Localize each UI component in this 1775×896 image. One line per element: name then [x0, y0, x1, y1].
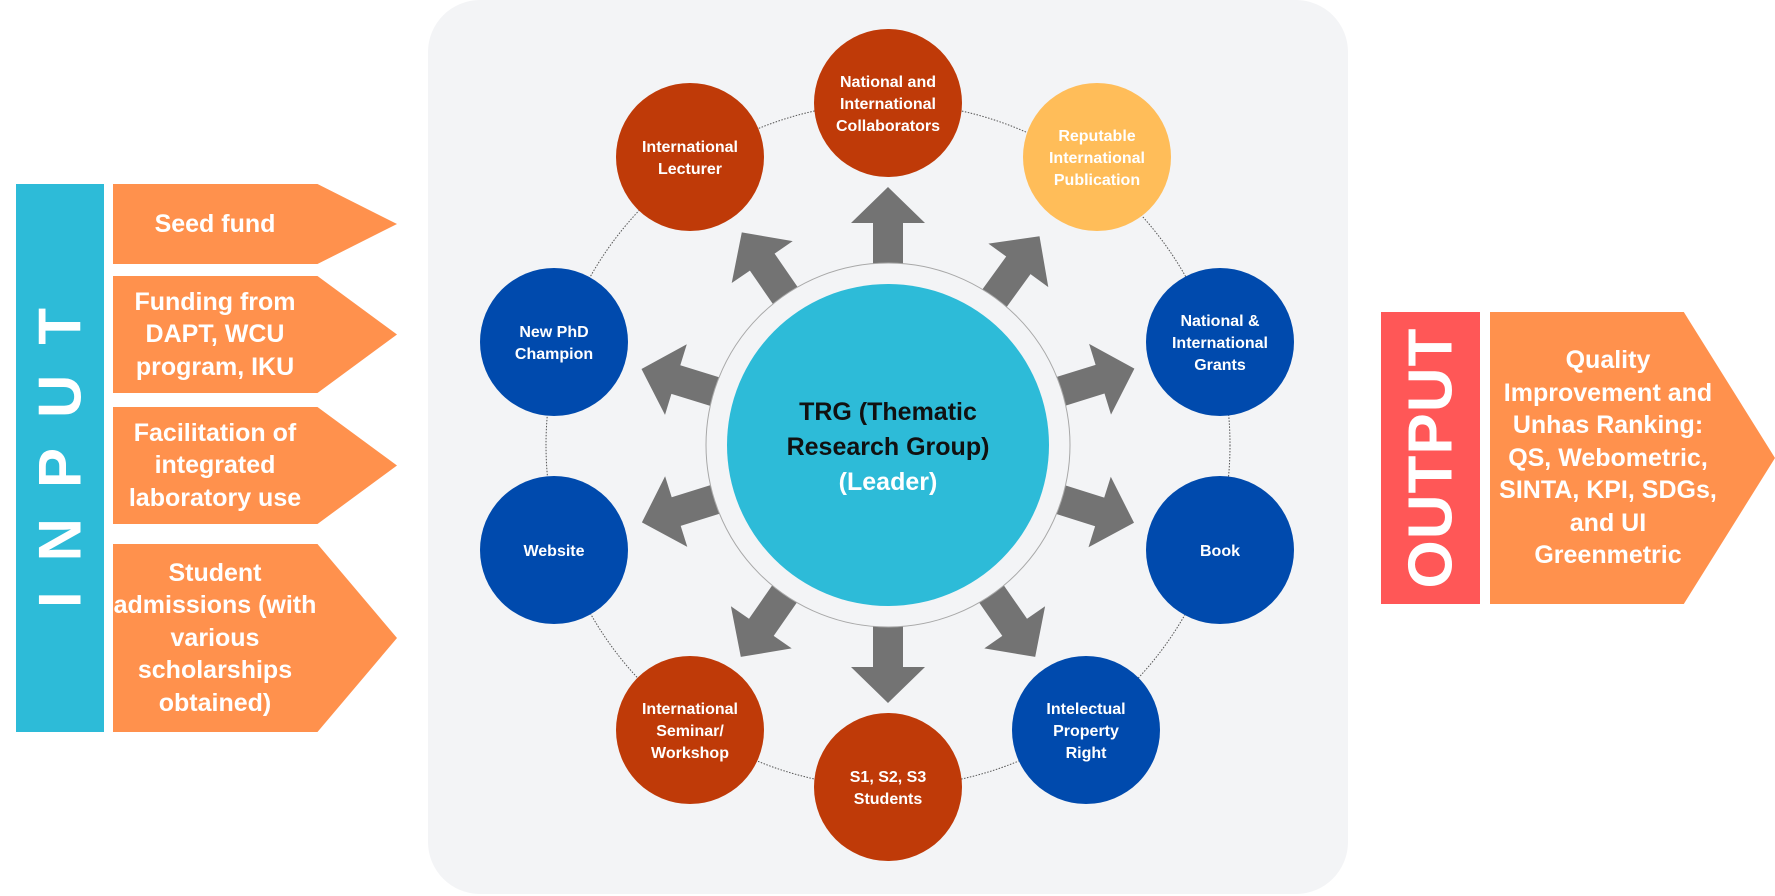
node-label-line: International [642, 139, 738, 156]
node-website: Website [480, 476, 628, 624]
text-line: Greenmetric [1534, 541, 1682, 570]
center-title-line-2: Research Group) [787, 433, 990, 461]
arrow-to-publication-icon [980, 236, 1049, 310]
node-circle [480, 268, 628, 416]
node-label-line: Intelectual [1046, 701, 1125, 718]
node-label-line: Website [523, 543, 584, 560]
node-label-line: Collaborators [836, 118, 940, 135]
node-label-line: Publication [1054, 172, 1140, 189]
center-circle [727, 284, 1049, 606]
arrow-to-phd-champion-icon [641, 344, 723, 415]
connector-ring [545, 102, 1231, 788]
text-line: Seed fund [154, 209, 276, 238]
node-label-line: Grants [1194, 357, 1246, 374]
node-label-line: International [1049, 150, 1145, 167]
chevron-text: Facilitation of integrated laboratory use [129, 417, 301, 515]
node-label-line: International [642, 701, 738, 718]
node-label-line: Lecturer [658, 161, 722, 178]
node-circle [1012, 656, 1160, 804]
node-label-line: Book [1200, 543, 1240, 560]
node-circle [480, 476, 628, 624]
text-line: integrated [154, 451, 276, 480]
text-line: program, IKU [135, 352, 295, 381]
node-circle [814, 29, 962, 177]
text-line: and UI [1569, 508, 1647, 537]
node-circle [814, 713, 962, 861]
node-label-line: National and [840, 74, 936, 91]
node-group: National andInternationalCollaboratorsRe… [480, 29, 1294, 861]
arrow-to-seminar-icon [730, 582, 799, 657]
node-label-line: International [1172, 335, 1268, 352]
node-label-line: Champion [515, 346, 593, 363]
text-line: Facilitation of [133, 418, 297, 447]
node-circle [1146, 268, 1294, 416]
node-label-line: Property [1053, 723, 1119, 740]
output-bar: OUTPUT [1381, 312, 1480, 604]
node-label-line: Right [1066, 745, 1108, 762]
node-circle [616, 656, 764, 804]
node-label-line: National & [1180, 313, 1260, 330]
center-title-line-1: TRG (Thematic [799, 398, 977, 426]
text-line: scholarships [137, 656, 293, 685]
text-line: Unhas Ranking: [1512, 411, 1704, 440]
text-line: QS, Webometric, [1508, 443, 1708, 472]
center-subtitle: (Leader) [839, 468, 938, 496]
node-label-line: S1, S2, S3 [850, 769, 927, 786]
node-label-line: Students [854, 791, 923, 808]
arrow-to-lecturer-icon [731, 232, 800, 307]
node-phd-champion: New PhD Champion [480, 268, 628, 416]
text-line: Student [168, 558, 262, 587]
node-label-line: New PhD [519, 324, 588, 341]
node-label-line: Seminar/ [656, 723, 724, 740]
node-label-line: Workshop [651, 745, 729, 762]
text-line: Funding from [134, 287, 296, 316]
node-students: S1, S2, S3 Students [814, 713, 962, 861]
text-line: Improvement and [1503, 378, 1713, 407]
text-line: SINTA, KPI, SDGs, [1499, 476, 1717, 505]
text-line: admissions (with [113, 591, 317, 620]
text-line: Quality [1565, 346, 1651, 375]
arrow-to-ipr-icon [977, 582, 1046, 657]
arrow-to-website-icon [641, 476, 723, 547]
node-label-line: Reputable [1058, 128, 1135, 145]
text-line: laboratory use [128, 483, 302, 512]
chevron-text: Seed fund [155, 208, 276, 241]
node-book: Book [1146, 476, 1294, 624]
node-label-line: International [840, 96, 936, 113]
text-line: various [170, 623, 260, 652]
chevron-text: Student admissions (with various scholarshi… [114, 557, 317, 720]
input-bar: INPUT [16, 184, 104, 732]
text-line: DAPT, WCU [145, 320, 285, 349]
node-circle [1146, 476, 1294, 624]
arrow-to-collaborators-icon [851, 187, 925, 267]
node-circle [616, 83, 764, 231]
text-line: obtained) [158, 688, 272, 717]
arrow-to-students-icon [851, 623, 925, 703]
node-circle [1023, 83, 1171, 231]
arrow-to-book-icon [1053, 476, 1134, 548]
arrow-group [641, 187, 1135, 703]
arrow-to-grants-icon [1053, 343, 1135, 415]
